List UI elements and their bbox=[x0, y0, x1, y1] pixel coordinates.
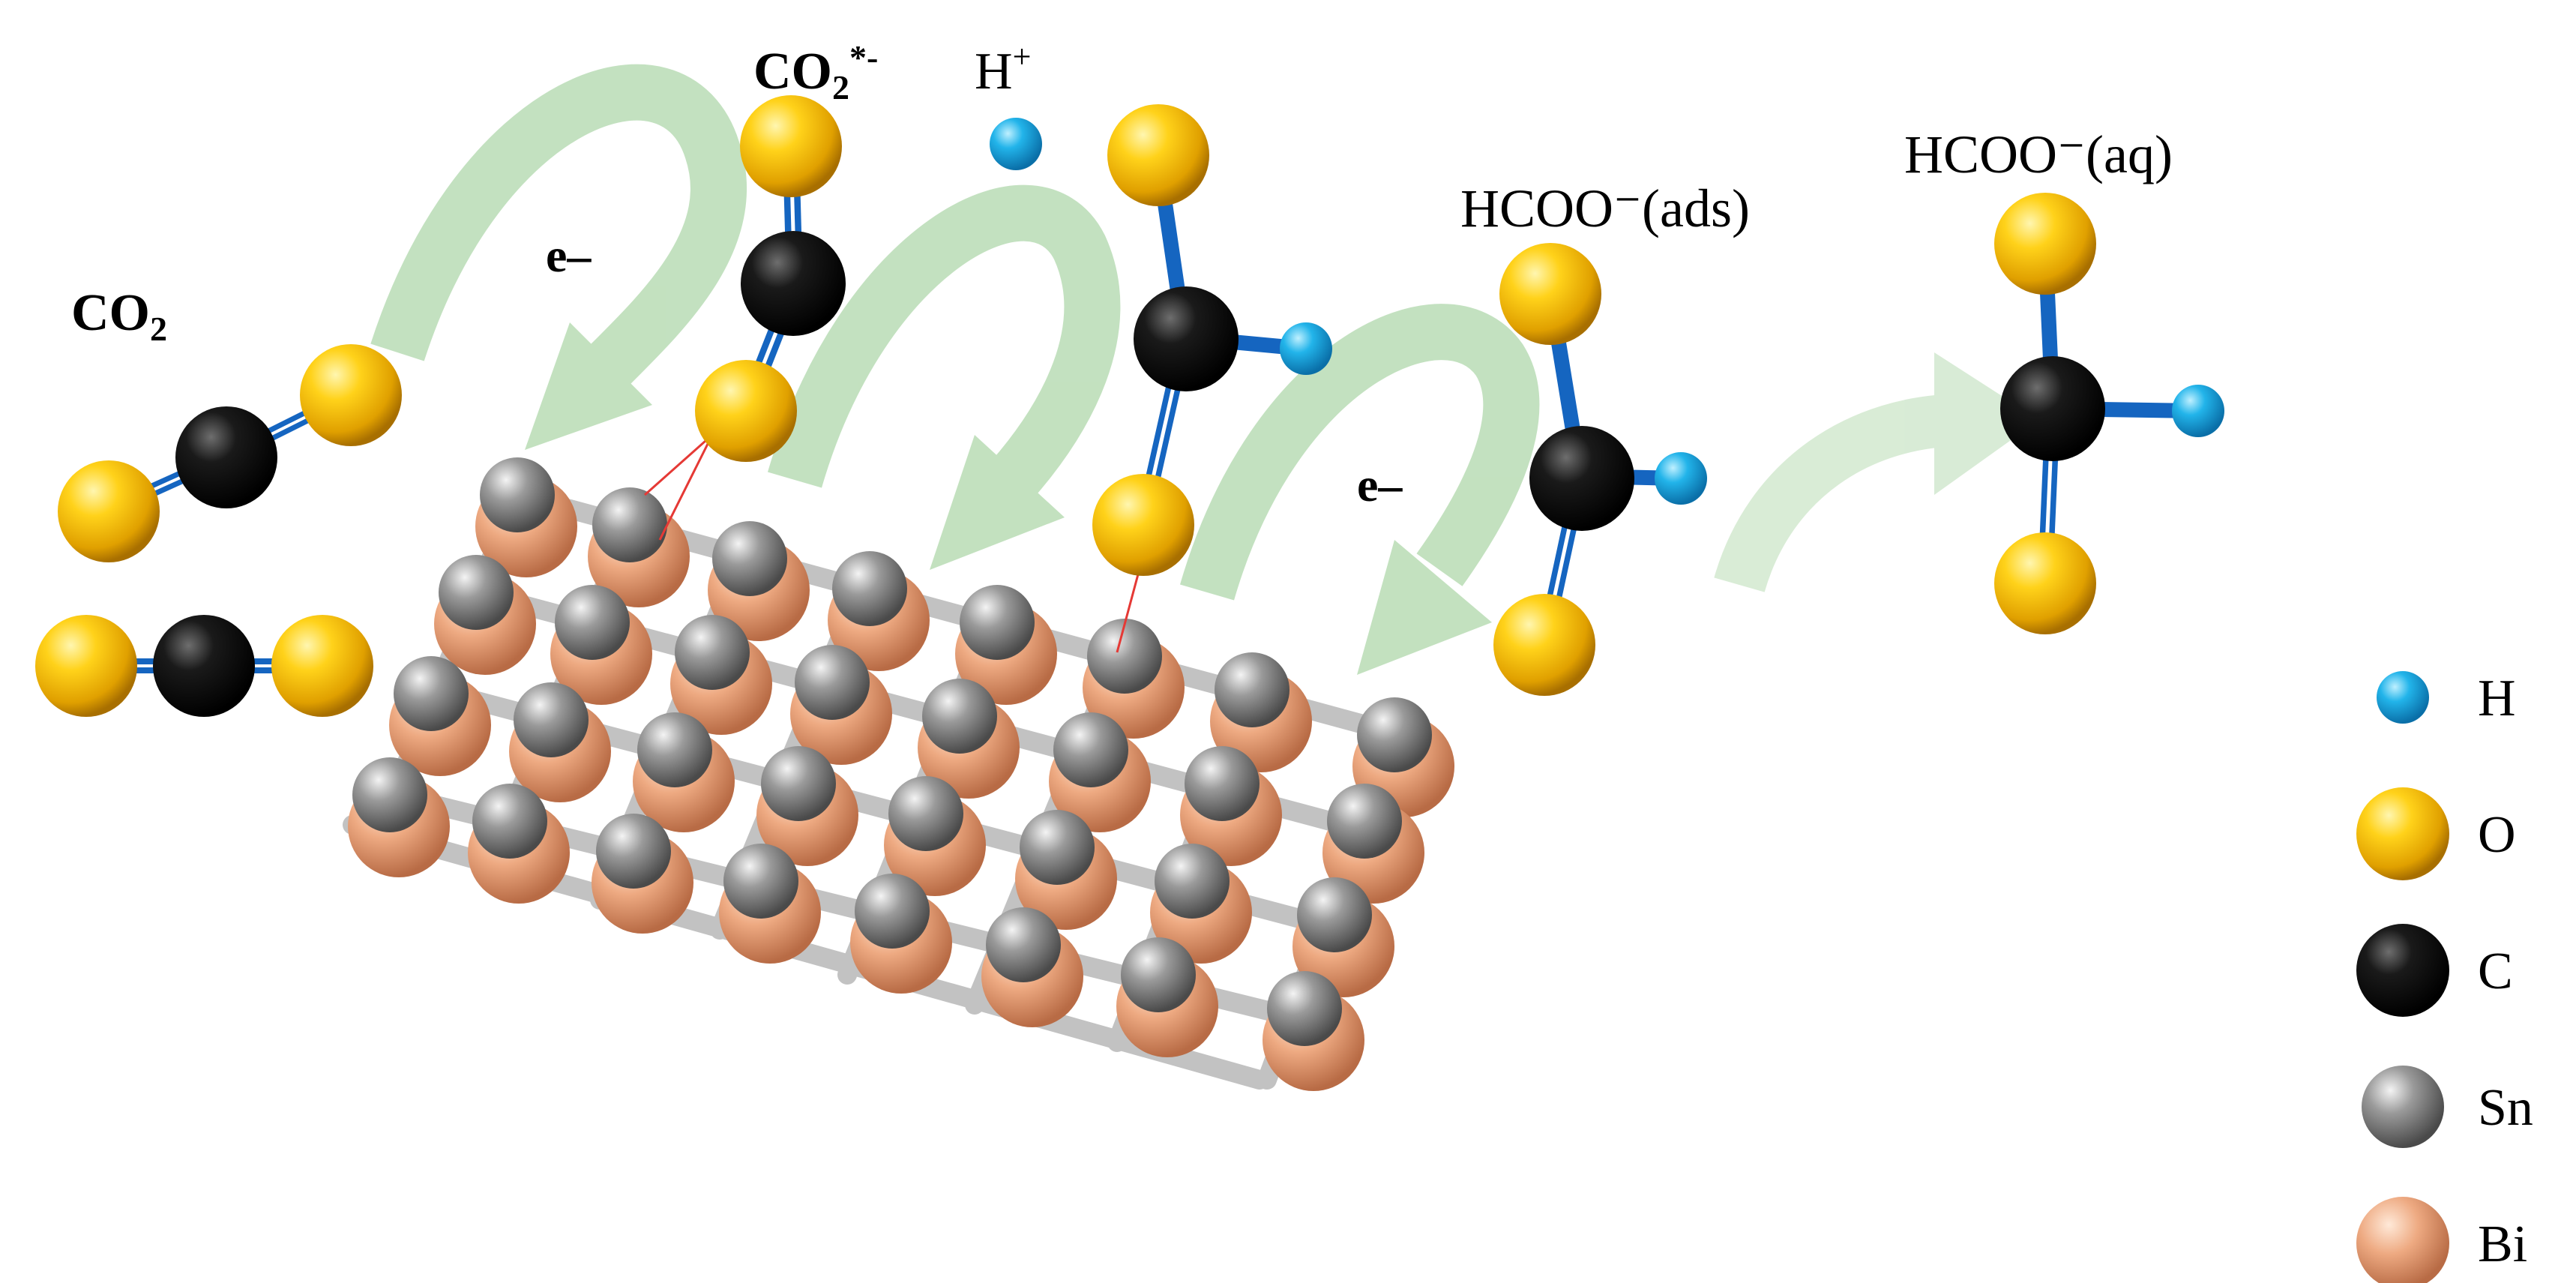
sn-bi-surface bbox=[348, 457, 1454, 1091]
legend-swatch-o bbox=[2356, 787, 2449, 880]
hydrogen-atom bbox=[1280, 322, 1332, 375]
tin-atom bbox=[1053, 712, 1128, 787]
oxygen-atom bbox=[740, 95, 842, 197]
legend-label-h: H bbox=[2478, 670, 2516, 727]
tin-atom bbox=[986, 907, 1061, 982]
arrow-4 bbox=[1714, 352, 2039, 593]
tin-atom bbox=[394, 656, 469, 731]
legend-swatch-c bbox=[2356, 924, 2449, 1017]
tin-atom bbox=[1121, 937, 1196, 1012]
legend-label-o: O bbox=[2478, 806, 2516, 864]
tin-atom bbox=[795, 645, 870, 720]
hcoo-aq-label: HCOO⁻(aq) bbox=[1904, 124, 2173, 184]
ocho-intermediate bbox=[1092, 104, 1332, 576]
tin-atom bbox=[1185, 746, 1260, 821]
legend-swatch-bi bbox=[2356, 1197, 2449, 1283]
co2-radical-molecule bbox=[695, 95, 846, 462]
tin-atom bbox=[723, 844, 798, 919]
tin-atom bbox=[480, 457, 555, 532]
carbon-atom bbox=[1134, 286, 1239, 391]
oxygen-atom bbox=[300, 344, 402, 446]
oxygen-atom bbox=[1994, 532, 2096, 634]
hydrogen-atom bbox=[2172, 385, 2224, 437]
hcoo-aq-molecule bbox=[1994, 193, 2224, 634]
tin-atom bbox=[472, 784, 547, 859]
co2-molecule-diagonal bbox=[58, 344, 402, 562]
legend-swatch-sn bbox=[2362, 1066, 2444, 1148]
oxygen-atom bbox=[1493, 594, 1595, 696]
tin-atom bbox=[922, 679, 997, 754]
tin-atom bbox=[592, 487, 667, 562]
arrow-3 bbox=[1179, 304, 1540, 675]
tin-atom bbox=[1087, 619, 1162, 694]
hcoo-ads-label: HCOO⁻(ads) bbox=[1460, 178, 1750, 238]
tin-atom bbox=[352, 757, 427, 832]
tin-atom bbox=[960, 585, 1035, 660]
hydrogen-atom bbox=[1655, 452, 1707, 505]
oxygen-atom bbox=[35, 615, 137, 717]
oxygen-atom bbox=[58, 460, 160, 562]
electron-label-1: e– bbox=[546, 229, 592, 282]
tin-atom bbox=[1327, 784, 1402, 859]
oxygen-atom bbox=[1092, 474, 1194, 576]
tin-atom bbox=[1267, 971, 1342, 1046]
legend-label-c: C bbox=[2478, 943, 2513, 1000]
arrow-2 bbox=[767, 184, 1121, 570]
carbon-atom bbox=[153, 615, 255, 717]
tin-atom bbox=[1297, 877, 1372, 952]
tin-atom bbox=[761, 746, 836, 821]
arrow-1 bbox=[370, 64, 747, 450]
tin-atom bbox=[555, 585, 630, 660]
carbon-atom bbox=[2000, 356, 2105, 461]
co2-radical-label: CO2*- bbox=[753, 38, 878, 106]
carbon-atom bbox=[175, 406, 277, 508]
tin-atom bbox=[675, 615, 750, 690]
tin-atom bbox=[1155, 844, 1230, 919]
tin-atom bbox=[832, 551, 907, 626]
legend-swatch-h bbox=[2377, 671, 2429, 724]
tin-atom bbox=[1020, 810, 1095, 885]
oxygen-atom bbox=[1107, 104, 1209, 206]
oxygen-atom bbox=[271, 615, 373, 717]
tin-atom bbox=[514, 682, 589, 757]
hcoo-ads-molecule bbox=[1493, 243, 1707, 696]
tin-atom bbox=[439, 555, 514, 630]
proton-atom bbox=[990, 118, 1042, 170]
electron-label-2: e– bbox=[1357, 458, 1403, 511]
tin-atom bbox=[1357, 697, 1432, 772]
oxygen-atom bbox=[1994, 193, 2096, 295]
tin-atom bbox=[596, 814, 671, 889]
co2-molecule-horizontal bbox=[35, 615, 373, 717]
legend-label-sn: Sn bbox=[2478, 1079, 2533, 1137]
tin-atom bbox=[637, 712, 712, 787]
tin-atom bbox=[1215, 652, 1289, 727]
oxygen-atom bbox=[695, 360, 797, 462]
carbon-atom bbox=[741, 231, 846, 336]
oxygen-atom bbox=[1499, 243, 1601, 345]
tin-atom bbox=[712, 521, 787, 596]
carbon-atom bbox=[1529, 426, 1634, 531]
h-plus-label: H+ bbox=[975, 38, 1031, 100]
tin-atom bbox=[888, 776, 963, 851]
tin-atom bbox=[855, 874, 930, 949]
co2-label: CO2 bbox=[71, 284, 167, 348]
legend-label-bi: Bi bbox=[2478, 1216, 2527, 1273]
